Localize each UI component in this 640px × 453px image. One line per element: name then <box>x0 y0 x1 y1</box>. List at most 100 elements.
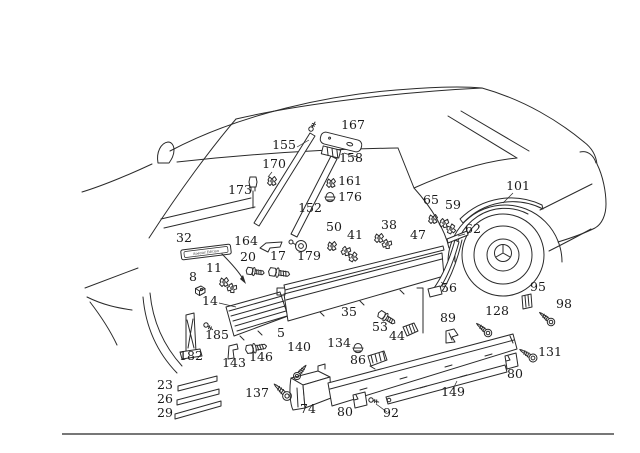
screw-icon <box>536 309 557 328</box>
b-pillar-trim-part <box>291 156 337 237</box>
part-label-143: 143 <box>222 355 246 370</box>
stripe-bars <box>175 376 221 419</box>
part-label-17: 17 <box>270 248 286 263</box>
part-label-11: 11 <box>206 260 222 275</box>
part-label-35: 35 <box>341 304 357 319</box>
sill-moulding-part <box>328 334 517 406</box>
car-body-outline <box>82 87 606 373</box>
part-label-140: 140 <box>287 339 311 354</box>
part-label-152: 152 <box>298 200 322 215</box>
front-wheel-arch <box>143 293 182 373</box>
hatch-plate-part <box>522 294 532 309</box>
part-label-80: 80 <box>507 366 523 381</box>
screw-icon <box>367 396 380 405</box>
ribbed-wedge-part <box>368 351 387 369</box>
screw-icon <box>267 266 291 280</box>
part-label-158: 158 <box>339 150 363 165</box>
clip-icon <box>339 244 353 258</box>
part-label-53: 53 <box>372 319 388 334</box>
roof-moulding-pad-part <box>319 131 363 153</box>
part-label-131: 131 <box>538 344 562 359</box>
clip-icon <box>219 277 229 287</box>
clip-icon <box>267 176 277 186</box>
sill-end-cap-part <box>290 364 331 410</box>
part-label-134: 134 <box>327 335 351 350</box>
part-label-65: 65 <box>423 192 439 207</box>
part-label-173: 173 <box>228 182 252 197</box>
wheel-arch-trim-part <box>460 198 543 223</box>
screw-icon <box>307 120 318 133</box>
part-label-8: 8 <box>189 269 197 284</box>
grommet-icon <box>324 192 336 203</box>
clip-icon <box>346 250 360 264</box>
part-label-23: 23 <box>157 377 173 392</box>
part-label-59: 59 <box>445 197 461 212</box>
part-label-14: 14 <box>202 293 218 308</box>
part-label-38: 38 <box>381 217 397 232</box>
part-label-5: 5 <box>277 325 285 340</box>
leader-lines <box>219 140 513 412</box>
part-label-155: 155 <box>272 137 296 152</box>
part-label-170: 170 <box>262 156 286 171</box>
clip-plate-part <box>353 392 367 408</box>
part-label-20: 20 <box>240 249 256 264</box>
part-label-95: 95 <box>530 279 546 294</box>
part-label-80: 80 <box>337 404 353 419</box>
upper-strip-part <box>284 246 444 290</box>
part-label-29: 29 <box>157 405 173 420</box>
badge-text: Special Edition <box>193 249 219 256</box>
part-label-50: 50 <box>326 219 342 234</box>
clip-icon <box>326 178 336 188</box>
part-label-176: 176 <box>338 189 362 204</box>
part-label-44: 44 <box>389 328 405 343</box>
fender-flare-part <box>428 240 462 297</box>
part-label-182: 182 <box>179 348 203 363</box>
mirror-outline <box>158 142 174 163</box>
part-label-92: 92 <box>383 405 399 420</box>
part-label-41: 41 <box>347 227 363 242</box>
sill-assembly <box>290 334 517 410</box>
screw-icon <box>245 266 266 278</box>
part-label-164: 164 <box>234 233 258 248</box>
pillar-and-roof-parts <box>254 120 363 237</box>
pillar-bracket-part <box>180 313 202 359</box>
disc-clip-part <box>289 240 307 252</box>
part-label-101: 101 <box>506 178 530 193</box>
flat-bracket-part <box>260 242 282 252</box>
part-label-179: 179 <box>297 248 321 263</box>
part-label-26: 26 <box>157 391 173 406</box>
part-label-86: 86 <box>350 352 366 367</box>
part-label-149: 149 <box>441 384 465 399</box>
lower-sill-strip-part <box>386 365 507 404</box>
bolt-part <box>249 177 257 208</box>
part-label-167: 167 <box>341 117 365 132</box>
part-label-62: 62 <box>465 221 481 236</box>
clip-plate-part <box>505 353 518 369</box>
clip-icon <box>374 233 384 243</box>
rear-wheel <box>448 205 562 296</box>
part-label-146: 146 <box>249 349 273 364</box>
part-label-56: 56 <box>441 280 457 295</box>
rear-door-moulding-part <box>277 253 444 321</box>
part-label-47: 47 <box>410 227 426 242</box>
angle-bracket-part <box>446 329 458 343</box>
a-pillar-trim-part <box>254 133 315 226</box>
part-label-128: 128 <box>485 303 509 318</box>
part-label-98: 98 <box>556 296 572 311</box>
screw-icon <box>473 320 494 339</box>
part-label-185: 185 <box>205 327 229 342</box>
ribbed-gasket-part <box>321 146 340 158</box>
part-label-137: 137 <box>245 385 269 400</box>
front-door-moulding-part <box>226 292 288 340</box>
small-parts <box>180 177 532 408</box>
door-mouldings <box>226 231 468 340</box>
short-strip-part <box>447 231 468 243</box>
clip-icon <box>327 241 337 251</box>
screw-icon <box>517 345 539 364</box>
part-label-74: 74 <box>300 401 316 416</box>
ribbed-block-part <box>403 323 418 336</box>
l-bracket-part <box>228 344 238 359</box>
